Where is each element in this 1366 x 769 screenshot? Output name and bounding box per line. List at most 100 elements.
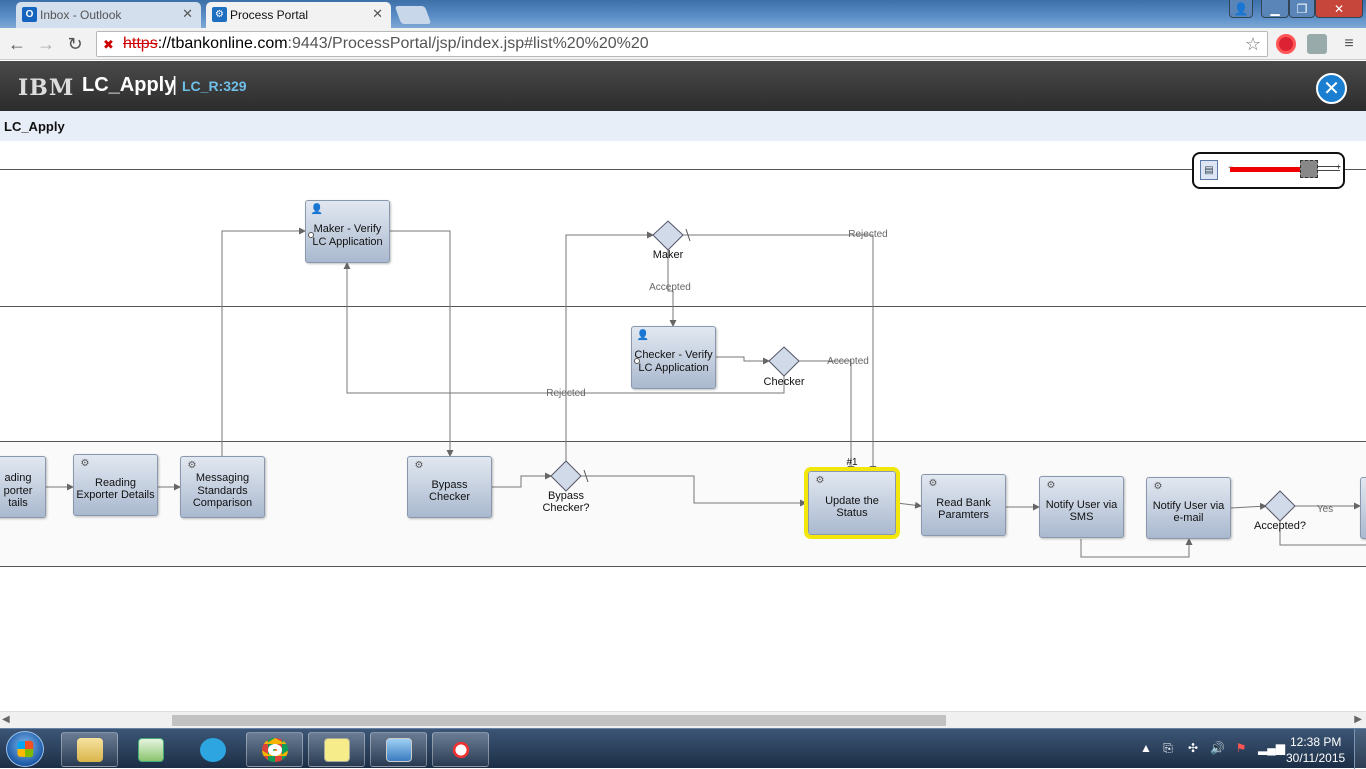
gateway-label-checker: Checker: [763, 376, 805, 388]
task-label: Read Bank Paramters: [936, 496, 991, 522]
boundary-event-icon: [308, 231, 314, 238]
task-update-the-status[interactable]: ⚙ Update the Status: [804, 467, 900, 539]
start-button[interactable]: [6, 731, 44, 767]
taskbar-file-explorer[interactable]: [61, 732, 118, 767]
taskbar-chrome[interactable]: [246, 732, 303, 767]
volume-icon[interactable]: 🔊: [1210, 741, 1225, 755]
bookmark-star-icon[interactable]: ☆: [1244, 34, 1261, 54]
lane-divider: [0, 306, 1366, 307]
bypass-gateway: [550, 460, 582, 492]
zoom-in-icon[interactable]: +: [1336, 162, 1342, 172]
ibm-logo: IBM: [18, 75, 75, 101]
service-gear-icon: ⚙: [1046, 480, 1056, 491]
close-icon[interactable]: ✕: [1316, 73, 1347, 104]
extension-icon[interactable]: [1307, 34, 1327, 54]
scrollbar-thumb[interactable]: [172, 715, 946, 726]
scroll-right-arrow-icon[interactable]: ▶: [1354, 714, 1362, 725]
extension-adblock-icon[interactable]: [1276, 34, 1296, 54]
flow-label-rejected: Rejected: [546, 388, 586, 399]
network-sharing-icon[interactable]: ✣: [1187, 741, 1199, 755]
tab-label: Inbox - Outlook: [40, 8, 122, 22]
service-gear-icon: ⚙: [1153, 481, 1163, 492]
taskbar-notepad[interactable]: [122, 732, 179, 767]
clock-date[interactable]: 30/11/2015: [1286, 751, 1346, 765]
url-path: :9443/ProcessPortal/jsp/index.jsp#list%2…: [287, 35, 649, 52]
signal-strength-icon[interactable]: ▂▄▆: [1258, 741, 1285, 755]
task-label: Notify User via e-mail: [1152, 499, 1225, 525]
title-separator: |: [172, 74, 178, 96]
sequence-flows: [46, 220, 1366, 558]
snipping-tool-icon: [447, 737, 474, 762]
task-reading-exporter-details[interactable]: ⚙ Reading Exporter Details: [73, 454, 158, 516]
task-read-bank-paramters[interactable]: ⚙ Read Bank Paramters: [921, 474, 1006, 536]
browser-toolbar: ← → ↻ ✖ https://tbankonline.com:9443/Pro…: [0, 28, 1366, 60]
url-bar[interactable]: ✖ https://tbankonline.com:9443/ProcessPo…: [96, 31, 1268, 57]
flow-label-yes: Yes: [1316, 504, 1334, 515]
flow-label-rejected: Rejected: [848, 229, 888, 240]
task-offscreen[interactable]: [1360, 477, 1366, 539]
scroll-left-arrow-icon[interactable]: ◀: [2, 714, 10, 725]
checker-gateway: [768, 346, 800, 377]
horizontal-scrollbar[interactable]: ◀ ▶: [0, 711, 1366, 728]
taskbar-snipping-tool[interactable]: [432, 732, 489, 767]
new-tab-button[interactable]: [394, 6, 432, 24]
service-gear-icon: ⚙: [414, 460, 424, 471]
task-bypass-checker[interactable]: ⚙ Bypass Checker: [407, 456, 492, 518]
back-arrow-icon[interactable]: ←: [8, 33, 26, 54]
task-maker-verify-lc-application[interactable]: 👤 Maker - Verify LC Application: [305, 200, 390, 263]
lane-divider: [0, 566, 1366, 567]
zoom-control: ▤ − +: [1192, 152, 1345, 189]
forward-arrow-icon[interactable]: →: [37, 33, 55, 54]
outlook-icon: O: [22, 7, 37, 22]
user-profile-icon[interactable]: 👤: [1229, 0, 1253, 18]
zoom-slider-thumb[interactable]: [1300, 160, 1318, 178]
gateway-label-maker: Maker: [652, 249, 684, 261]
tab-process-portal[interactable]: ⚙ Process Portal ✕: [206, 2, 391, 28]
close-tab-icon[interactable]: ✕: [372, 6, 383, 21]
gateway-label-bypass-checker: Bypass Checker?: [542, 490, 590, 514]
task-notify-user-via-sms[interactable]: ⚙ Notify User via SMS: [1039, 476, 1124, 538]
minimize-button[interactable]: ▁: [1261, 0, 1289, 18]
task-checker-verify-lc-application[interactable]: 👤 Checker - Verify LC Application: [631, 326, 716, 389]
folder-icon: [76, 737, 103, 762]
taskbar-telegram[interactable]: [184, 732, 241, 767]
task-label: Bypass Checker: [429, 478, 470, 504]
accepted-gateway: [1264, 490, 1296, 522]
user-task-icon: 👤: [310, 204, 324, 215]
menu-icon[interactable]: ≡: [1344, 35, 1354, 52]
task-label: Update the Status: [825, 494, 879, 520]
reload-icon[interactable]: ↻: [67, 33, 83, 54]
task-label: Checker - Verify LC Application: [634, 349, 713, 374]
lane-divider: [0, 441, 1366, 442]
maker-gateway: [652, 220, 684, 251]
task-reading-importer-details[interactable]: ading porter tails: [0, 456, 46, 518]
task-label: Messaging Standards Comparison: [192, 472, 253, 510]
flow-marker: #1: [846, 457, 858, 468]
notepad-icon: [137, 737, 164, 762]
show-hidden-icons-icon[interactable]: ▲: [1140, 741, 1152, 755]
taskbar-photo-viewer[interactable]: [370, 732, 427, 767]
show-desktop-button[interactable]: [1354, 729, 1366, 769]
tab-label: Process Portal: [230, 8, 309, 22]
window-close-button[interactable]: ✕: [1315, 0, 1363, 18]
insecure-lock-icon: ✖: [103, 37, 114, 52]
clock-time[interactable]: 12:38 PM: [1290, 735, 1342, 749]
task-messaging-standards-comparison[interactable]: ⚙ Messaging Standards Comparison: [180, 456, 265, 518]
usb-device-icon[interactable]: ⎘: [1163, 741, 1173, 755]
url-scheme: https: [123, 35, 158, 52]
task-label: Reading Exporter Details: [76, 476, 155, 502]
task-notify-user-via-email[interactable]: ⚙ Notify User via e-mail: [1146, 477, 1231, 539]
maximize-button[interactable]: ❐: [1289, 0, 1315, 18]
lane-divider: [0, 169, 1366, 170]
close-tab-icon[interactable]: ✕: [182, 6, 193, 21]
service-gear-icon: ⚙: [187, 460, 197, 471]
overview-map-icon[interactable]: ▤: [1200, 160, 1218, 180]
gateway-label-accepted: Accepted?: [1254, 520, 1306, 532]
photo-viewer-icon: [385, 737, 412, 762]
taskbar-sticky-notes[interactable]: [308, 732, 365, 767]
zoom-slider-track[interactable]: [1230, 167, 1310, 172]
flag-alert-icon[interactable]: ⚑: [1235, 741, 1247, 755]
tab-outlook-inbox[interactable]: O Inbox - Outlook ✕: [16, 2, 201, 28]
process-diagram: ading porter tails ⚙ Reading Exporter De…: [0, 141, 1366, 711]
service-gear-icon: ⚙: [815, 475, 825, 486]
